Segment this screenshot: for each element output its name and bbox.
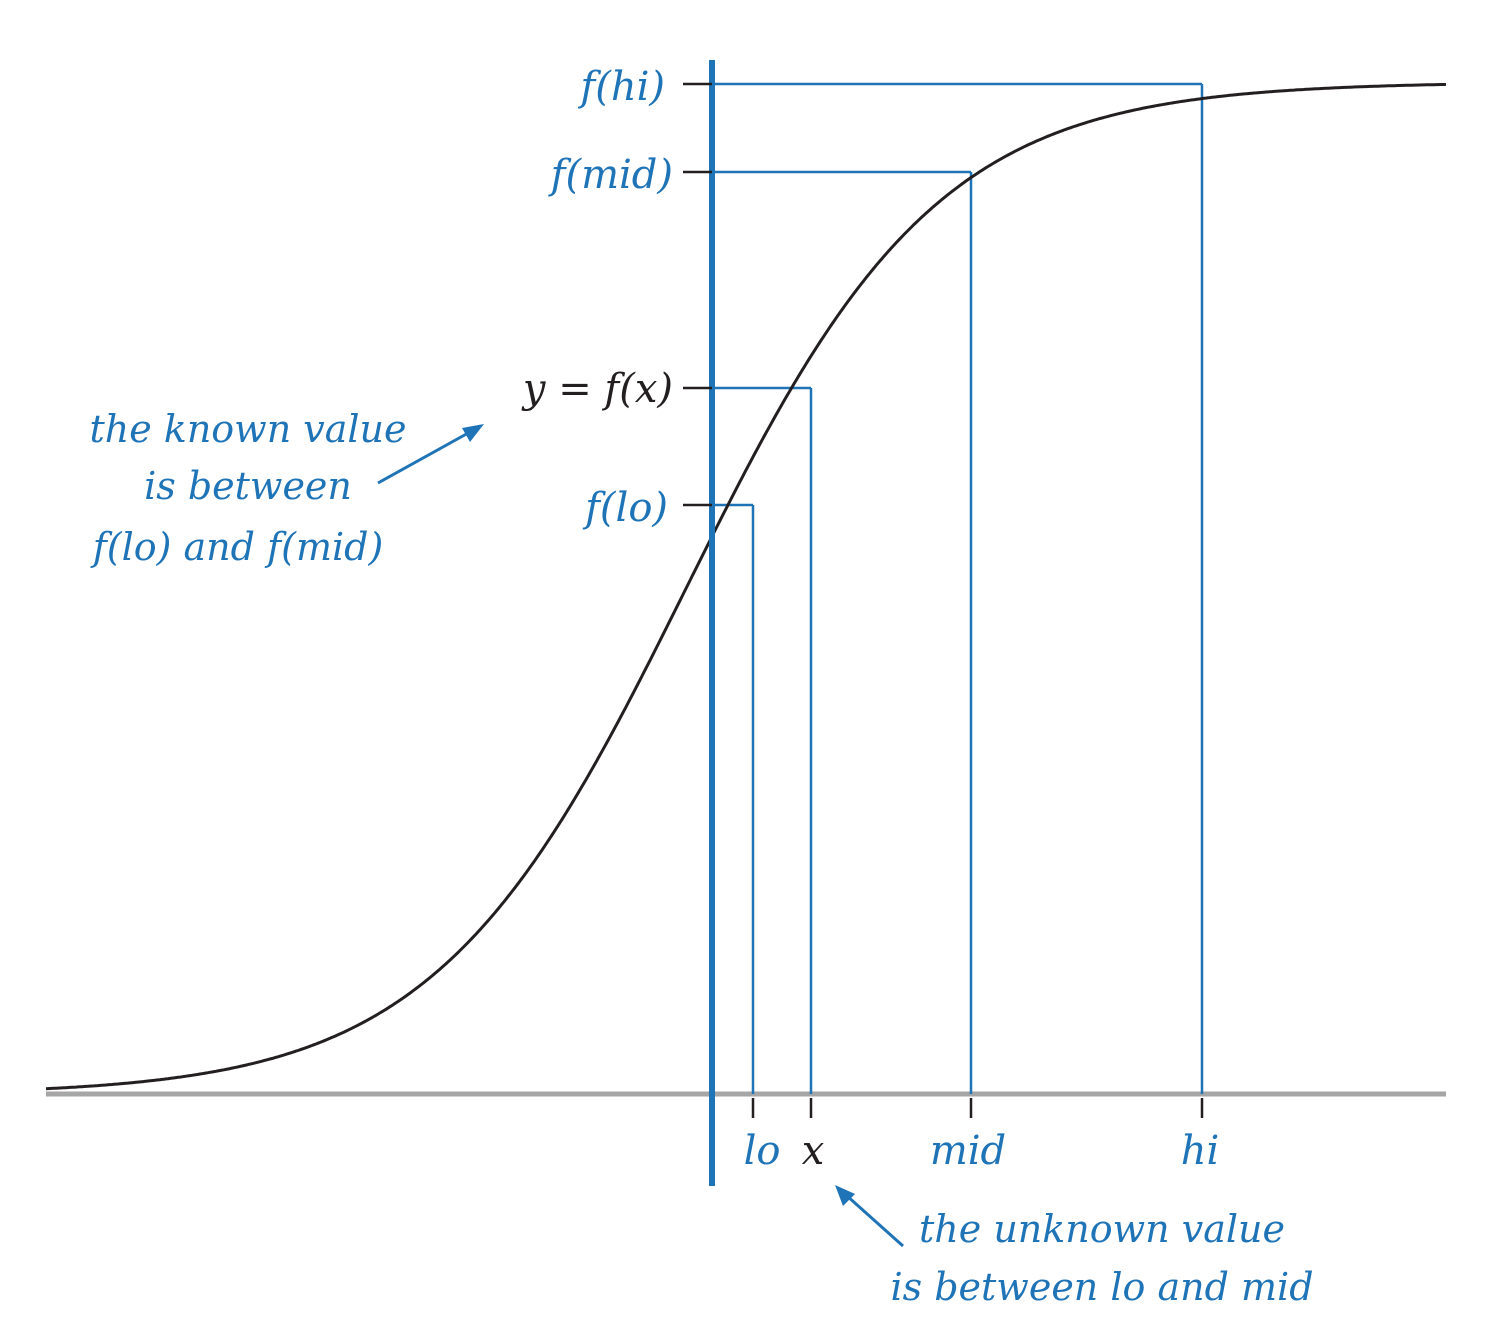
label-y-eq-f-x: y = f(x): [521, 366, 673, 412]
label-f-mid: f(mid): [548, 152, 673, 198]
label-mid: mid: [930, 1128, 1006, 1174]
label-hi: hi: [1181, 1128, 1220, 1174]
annotation-unknown-line-1: the unknown value: [919, 1207, 1285, 1251]
label-lo: lo: [744, 1128, 781, 1174]
label-x: x: [802, 1128, 825, 1174]
annotation-unknown-line-2: is between lo and mid: [890, 1265, 1313, 1309]
label-f-hi: f(hi): [577, 64, 665, 110]
arrow-known: [377, 424, 484, 485]
annotation-known-line-3: f(lo) and f(mid): [90, 525, 384, 569]
arrow-unknown: [835, 1185, 905, 1248]
curve-y-f-x: [45, 82, 1447, 1091]
label-f-lo: f(lo): [582, 485, 668, 531]
annotation-known-line-1: the known value: [89, 407, 406, 451]
annotation-known-line-2: is between: [144, 464, 352, 508]
